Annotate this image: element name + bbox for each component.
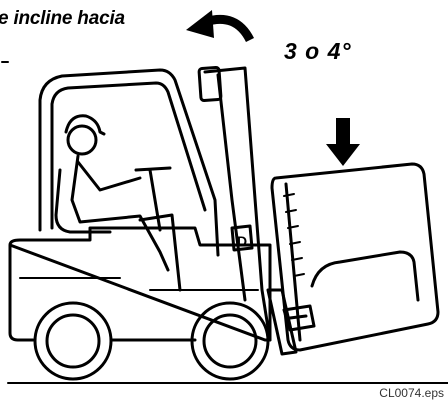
tilt-angle-label: 3 o 4° [284, 38, 352, 64]
mast-letter: D [237, 233, 247, 249]
operator-body [70, 154, 170, 272]
mast-inner [216, 73, 247, 302]
load-box [270, 162, 440, 352]
operator-arm [76, 160, 142, 192]
mast-cap [197, 66, 223, 102]
operator-seat [54, 168, 112, 234]
curved-arrow-icon [186, 10, 255, 43]
front-wheel [190, 301, 270, 381]
rear-wheel [33, 301, 113, 381]
mast-outer [203, 66, 272, 342]
forklift-body [8, 226, 272, 342]
mast-bracket [230, 224, 254, 252]
rear-wheel-hub [45, 313, 101, 369]
steering-wheel [134, 166, 172, 232]
load-notch [310, 250, 420, 302]
operator-head [66, 124, 98, 156]
steering-column [138, 213, 182, 292]
down-arrow-icon [326, 118, 360, 166]
load-inner-edge [284, 182, 302, 342]
front-wheel-hub [202, 313, 258, 369]
fork-lower [282, 304, 316, 332]
cab-inner-frame [50, 81, 207, 230]
caption-text: e incline hacia [0, 8, 125, 29]
operator-helmet [64, 114, 106, 136]
carriage [266, 288, 298, 356]
file-name-label: CL0074.eps [379, 386, 444, 400]
overhead-guard [38, 68, 220, 257]
